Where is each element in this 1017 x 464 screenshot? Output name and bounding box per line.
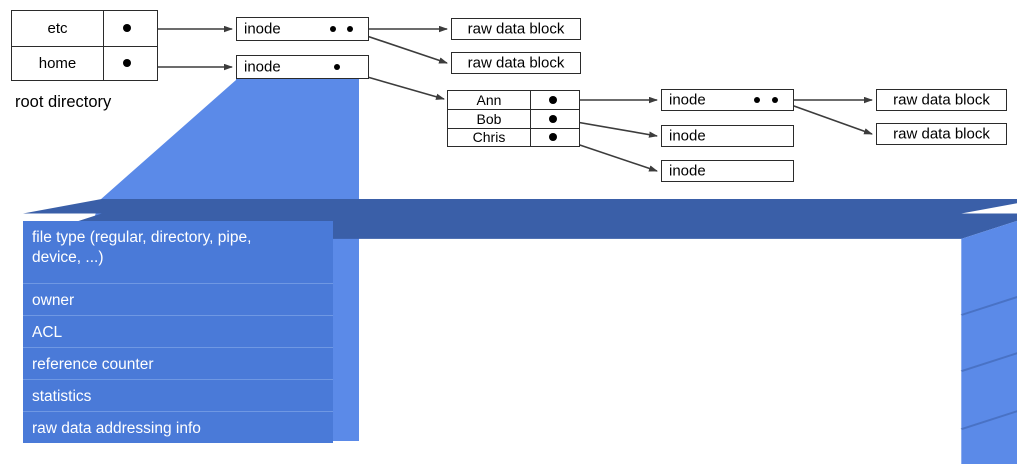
raw-data-block-box[interactable]: raw data block [876, 123, 1007, 145]
root-entry-pointer [104, 47, 157, 81]
inode-label: inode [244, 20, 281, 38]
pointer-dot [772, 97, 778, 103]
root-directory-caption: root directory [15, 93, 112, 111]
stack-top-face [23, 199, 1017, 214]
chris-inode-box[interactable]: inode [661, 160, 794, 182]
home-inode-box[interactable]: inode [236, 55, 369, 79]
raw-data-block-box[interactable]: raw data block [876, 89, 1007, 111]
inode-label: inode [669, 91, 706, 109]
raw-data-block-box[interactable]: raw data block [451, 18, 581, 40]
stack-row[interactable]: statistics [23, 379, 333, 411]
pointer-dot [549, 114, 557, 123]
stack-row[interactable]: file type (regular, directory, pipe, dev… [23, 221, 333, 283]
stack-row[interactable]: raw data addressing info [23, 411, 333, 443]
stack-row-label: owner [32, 292, 75, 309]
raw-data-block-label: raw data block [893, 91, 990, 109]
stack-row-label: ACL [32, 324, 63, 341]
home-entry-name: Bob [448, 110, 531, 128]
raw-data-block-label: raw data block [467, 20, 565, 38]
stack-row-label: file type (regular, directory, pipe, dev… [32, 229, 252, 266]
etc-inode-box[interactable]: inode [236, 17, 369, 41]
pointer-dot [330, 26, 336, 32]
bob-inode-box[interactable]: inode [661, 125, 794, 147]
stack-row[interactable]: owner [23, 283, 333, 315]
home-entry-name: Ann [448, 91, 531, 110]
inode-label: inode [244, 58, 281, 76]
inode-label: inode [669, 162, 706, 180]
pointer-dot [334, 64, 340, 70]
root-entry-name: etc [12, 11, 104, 46]
table-row[interactable]: home [12, 45, 157, 81]
raw-data-block-box[interactable]: raw data block [451, 52, 581, 74]
raw-data-block-label: raw data block [893, 125, 990, 143]
home-entry-pointer [531, 91, 579, 109]
stack-side-face [961, 220, 1017, 464]
pointer-dot [549, 133, 557, 142]
inode-detail-stack: file type (regular, directory, pipe, dev… [23, 199, 1017, 464]
home-entry-pointer [531, 129, 579, 146]
home-entry-pointer [531, 110, 579, 127]
ann-inode-box[interactable]: inode [661, 89, 794, 111]
table-row[interactable]: Chris [448, 127, 579, 146]
raw-data-block-label: raw data block [467, 54, 565, 72]
pointer-dot [123, 59, 131, 68]
stack-row[interactable]: reference counter [23, 347, 333, 379]
pointer-dot [347, 26, 353, 32]
stack-row-list: file type (regular, directory, pipe, dev… [23, 221, 333, 443]
home-directory-table: Ann Bob Chris [447, 90, 580, 147]
table-row[interactable]: Ann [448, 91, 579, 110]
pointer-dot [123, 24, 131, 33]
pointer-dot [549, 96, 557, 105]
stack-row-label: raw data addressing info [32, 420, 201, 437]
table-row[interactable]: etc [12, 11, 157, 46]
pointer-dot [754, 97, 760, 103]
stack-row-label: reference counter [32, 356, 154, 373]
root-directory-table: etc home [11, 10, 158, 81]
root-entry-name: home [12, 46, 104, 80]
stack-row[interactable]: ACL [23, 315, 333, 347]
table-row[interactable]: Bob [448, 109, 579, 128]
root-entry-pointer [104, 11, 157, 46]
home-entry-name: Chris [448, 128, 531, 146]
stack-row-label: statistics [32, 388, 92, 405]
inode-label: inode [669, 127, 706, 145]
stack-3d-faces [23, 199, 1017, 464]
